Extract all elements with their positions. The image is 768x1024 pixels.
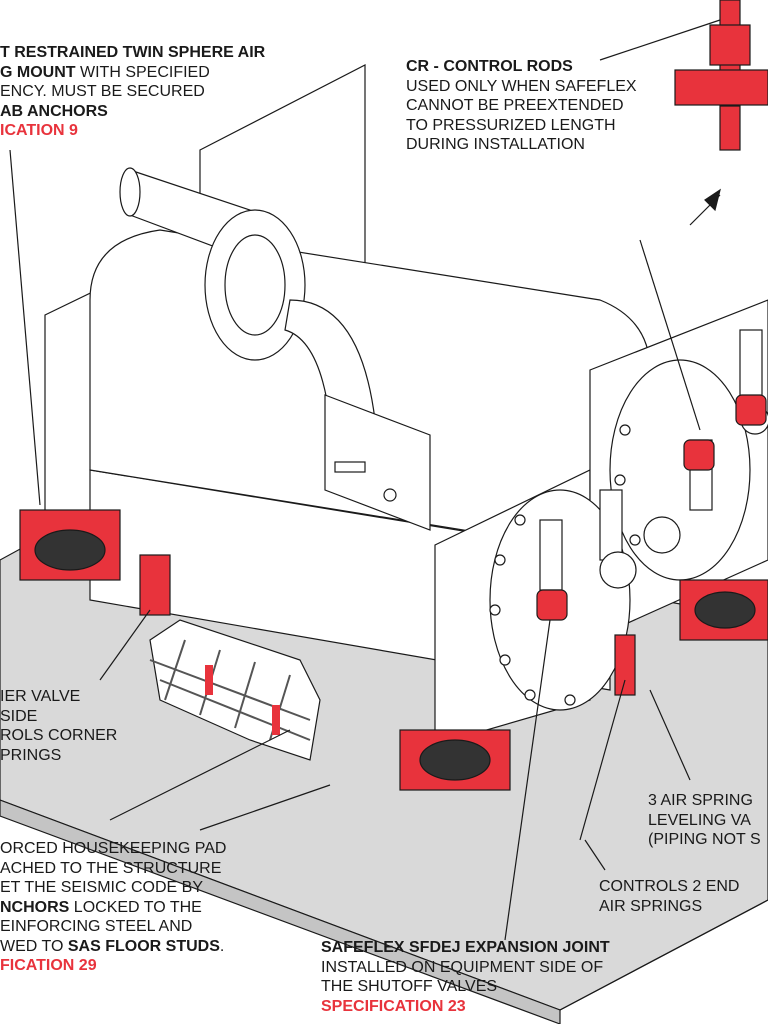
pad-line6-bold: SAS FLOOR STUDS [67, 937, 220, 955]
expansion-joint-line1: INSTALLED ON EQUIPMENT SIDE OF [321, 958, 604, 976]
callout-control-rods: CR - CONTROL RODS USED ONLY WHEN SAFEFLE… [406, 57, 637, 155]
end-springs-line2: AIR SPRINGS [599, 897, 703, 915]
callout-leveling-valve-side: IER VALVE SIDE ROLS CORNER PRINGS [0, 687, 117, 765]
control-rod-detail [674, 0, 768, 151]
end-springs-line1: CONTROLS 2 END [599, 878, 740, 895]
callout-housekeeping-pad: ORCED HOUSEKEEPING PAD ACHED TO THE STRU… [0, 839, 226, 976]
control-rods-line2: CANNOT BE PREEXTENDED [406, 97, 624, 114]
pad-spec: FICATION 29 [0, 957, 97, 974]
pad-cutout-rebar [149, 619, 321, 761]
chiller-body [44, 64, 768, 746]
air-mount-line2: WITH SPECIFIED [75, 63, 210, 81]
expansion-joint-title: SAFEFLEX SFDEJ EXPANSION JOINT [321, 939, 610, 956]
pad-line1: ORCED HOUSEKEEPING PAD [0, 840, 227, 857]
leveling-side-line2: SIDE [0, 707, 38, 725]
air-spring-mounts [19, 509, 768, 791]
callout-end-springs: CONTROLS 2 END AIR SPRINGS [599, 877, 739, 916]
leveling-side-line3: ROLS CORNER [0, 727, 118, 744]
leveling-valves-line3: (PIPING NOT S [648, 831, 761, 848]
pad-line6-post: . [219, 937, 225, 955]
expansion-joint-spec: SPECIFICATION 23 [321, 997, 466, 1015]
callout-expansion-joint: SAFEFLEX SFDEJ EXPANSION JOINT INSTALLED… [321, 938, 610, 1016]
air-mount-line2-bold: G MOUNT [0, 63, 76, 81]
expansion-joint-line2: THE SHUTOFF VALVES [321, 978, 498, 995]
pad-line2: ACHED TO THE STRUCTURE [0, 859, 222, 877]
pad-line5: EINFORCING STEEL AND [0, 918, 193, 935]
leveling-side-line1: IER VALVE [0, 688, 81, 705]
air-mount-line4: AB ANCHORS [0, 102, 108, 120]
leveling-valves-line1: 3 AIR SPRING [648, 792, 753, 809]
pad-line3: ET THE SEISMIC CODE BY [0, 879, 204, 896]
air-mount-line1: T RESTRAINED TWIN SPHERE AIR [0, 44, 266, 61]
control-rods-line1: USED ONLY WHEN SAFEFLEX [406, 77, 637, 95]
air-mount-line3: ENCY. MUST BE SECURED [0, 83, 205, 100]
control-rods-line4: DURING INSTALLATION [406, 136, 585, 153]
leader-lines [9, 19, 721, 941]
callout-leveling-valves: 3 AIR SPRING LEVELING VA (PIPING NOT S [648, 791, 761, 850]
pad-line4-bold: NCHORS [0, 898, 70, 916]
leveling-valves-line2: LEVELING VA [648, 811, 751, 829]
air-mount-spec: ICATION 9 [0, 122, 78, 139]
control-panel [324, 394, 431, 531]
control-rods-line3: TO PRESSURIZED LENGTH [406, 116, 616, 134]
pad-line6-pre: WED TO [0, 937, 68, 955]
pad-line4: LOCKED TO THE [69, 898, 202, 916]
expansion-joints [536, 394, 767, 621]
end-cover-bolts [489, 424, 641, 706]
suction-pipe [119, 167, 376, 421]
callout-air-mount: T RESTRAINED TWIN SPHERE AIR G MOUNT WIT… [0, 43, 265, 141]
control-rods-title: CR - CONTROL RODS [406, 58, 573, 75]
leveling-side-line4: PRINGS [0, 746, 62, 764]
